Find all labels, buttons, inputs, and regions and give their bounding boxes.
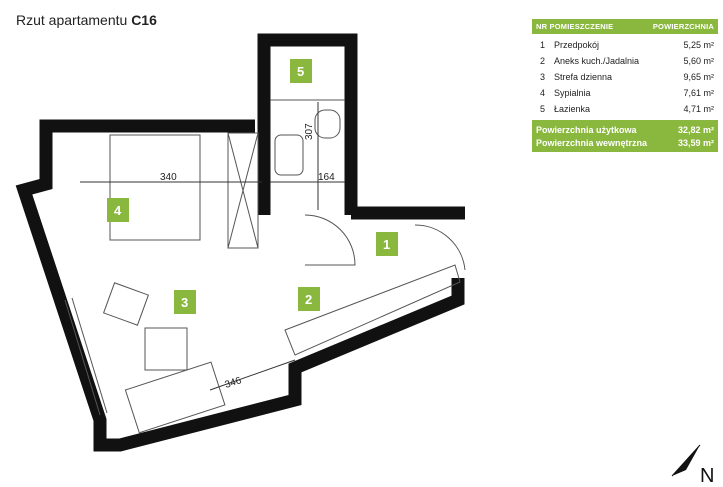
room-label-5: 5 <box>297 64 304 79</box>
room-label-3: 3 <box>181 295 188 310</box>
window <box>64 299 101 416</box>
dim-bath-height: 307 <box>304 123 315 140</box>
bed <box>109 134 201 241</box>
toilet <box>314 109 341 139</box>
door <box>304 214 356 266</box>
dim-living-width: 346 <box>224 375 244 391</box>
sink <box>274 134 304 176</box>
door <box>414 224 466 271</box>
dim-bedroom-width: 340 <box>160 172 177 183</box>
compass-icon: N <box>671 444 714 487</box>
compass-label: N <box>700 465 714 487</box>
room-label-1: 1 <box>383 237 390 252</box>
kitchen-counter <box>284 264 461 356</box>
table <box>144 327 188 371</box>
dim-bath-width: 164 <box>318 172 335 183</box>
interior-lines <box>64 99 466 434</box>
sofa <box>124 361 226 434</box>
room-label-4: 4 <box>114 203 122 218</box>
room-label-2: 2 <box>305 292 312 307</box>
page-title: Rzut apartamentu C16 <box>16 12 157 28</box>
armchair <box>102 282 150 326</box>
room-labels: 1 2 3 4 5 <box>107 59 398 314</box>
walls <box>15 33 465 452</box>
dimension-lines <box>80 102 345 391</box>
